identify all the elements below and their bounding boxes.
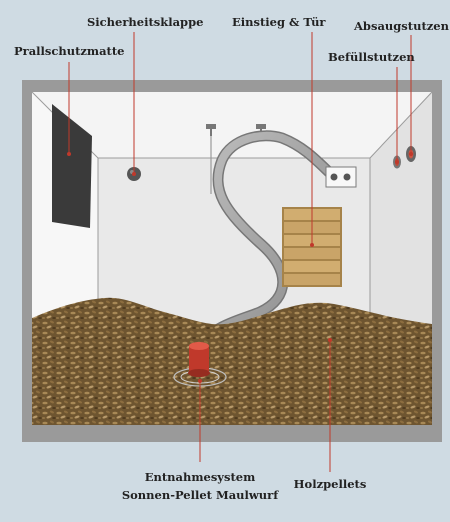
label-einstieg: Einstieg & Tür bbox=[232, 15, 326, 29]
label-entnahme-line2: Sonnen-Pellet Maulwurf bbox=[122, 488, 279, 502]
label-befuellstutzen: Befüllstutzen bbox=[328, 50, 415, 64]
suction-hose-inner bbox=[196, 131, 338, 349]
dot-holzpellets bbox=[328, 338, 332, 342]
dot-prallschutzmatte bbox=[67, 152, 71, 156]
extraction-mole bbox=[173, 342, 227, 387]
label-absaugstutzen: Absaugstutzen bbox=[353, 19, 450, 33]
label-sicherheitsklappe: Sicherheitsklappe bbox=[87, 15, 203, 29]
wall-connection-box bbox=[325, 166, 357, 188]
impact-mat bbox=[52, 104, 92, 228]
leader-lines bbox=[67, 32, 413, 472]
ceiling bbox=[32, 92, 432, 158]
label-holzpellets: Holzpellets bbox=[294, 477, 367, 491]
label-prallschutzmatte: Prallschutzmatte bbox=[14, 44, 125, 58]
ceiling-hook-left bbox=[206, 124, 216, 136]
dot-absaugstutzen bbox=[409, 152, 413, 156]
dot-entnahme bbox=[198, 379, 202, 383]
wood-pellets bbox=[32, 297, 432, 425]
dot-einstieg bbox=[310, 243, 314, 247]
right-wall bbox=[370, 92, 432, 380]
dot-sicherheitsklappe bbox=[132, 172, 136, 176]
floor-frame bbox=[22, 425, 442, 442]
dot-befuellstutzen bbox=[395, 160, 399, 164]
label-entnahme-line1: Entnahmesystem bbox=[145, 470, 256, 484]
